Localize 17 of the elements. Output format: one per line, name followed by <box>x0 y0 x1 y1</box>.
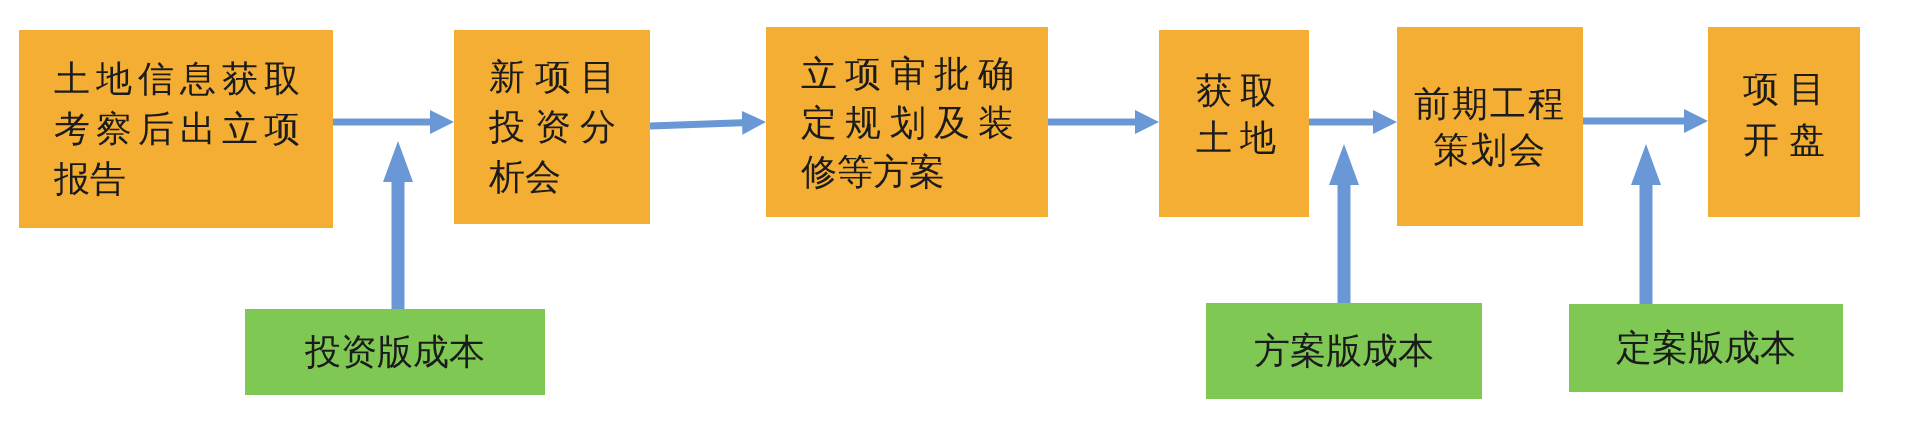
process-box: 土地信息获取考察后出立项报告 <box>19 30 333 228</box>
cost-box: 方案版成本 <box>1206 303 1482 399</box>
arrow <box>1048 110 1159 134</box>
process-box: 立项审批确定规划及装修等方案 <box>766 27 1048 217</box>
process-box: 前期工程策划会 <box>1397 27 1583 226</box>
process-box: 项目开盘 <box>1708 27 1860 217</box>
arrow <box>333 110 454 134</box>
arrow <box>1631 144 1661 304</box>
arrow <box>1309 110 1397 134</box>
process-box: 新项目投资分析会 <box>454 30 650 224</box>
process-box: 获取土地 <box>1159 30 1309 217</box>
cost-box: 投资版成本 <box>245 309 545 395</box>
arrow <box>383 141 413 309</box>
arrow <box>1329 144 1359 303</box>
arrow <box>649 110 766 135</box>
cost-box: 定案版成本 <box>1569 304 1843 392</box>
arrow <box>1583 109 1708 133</box>
